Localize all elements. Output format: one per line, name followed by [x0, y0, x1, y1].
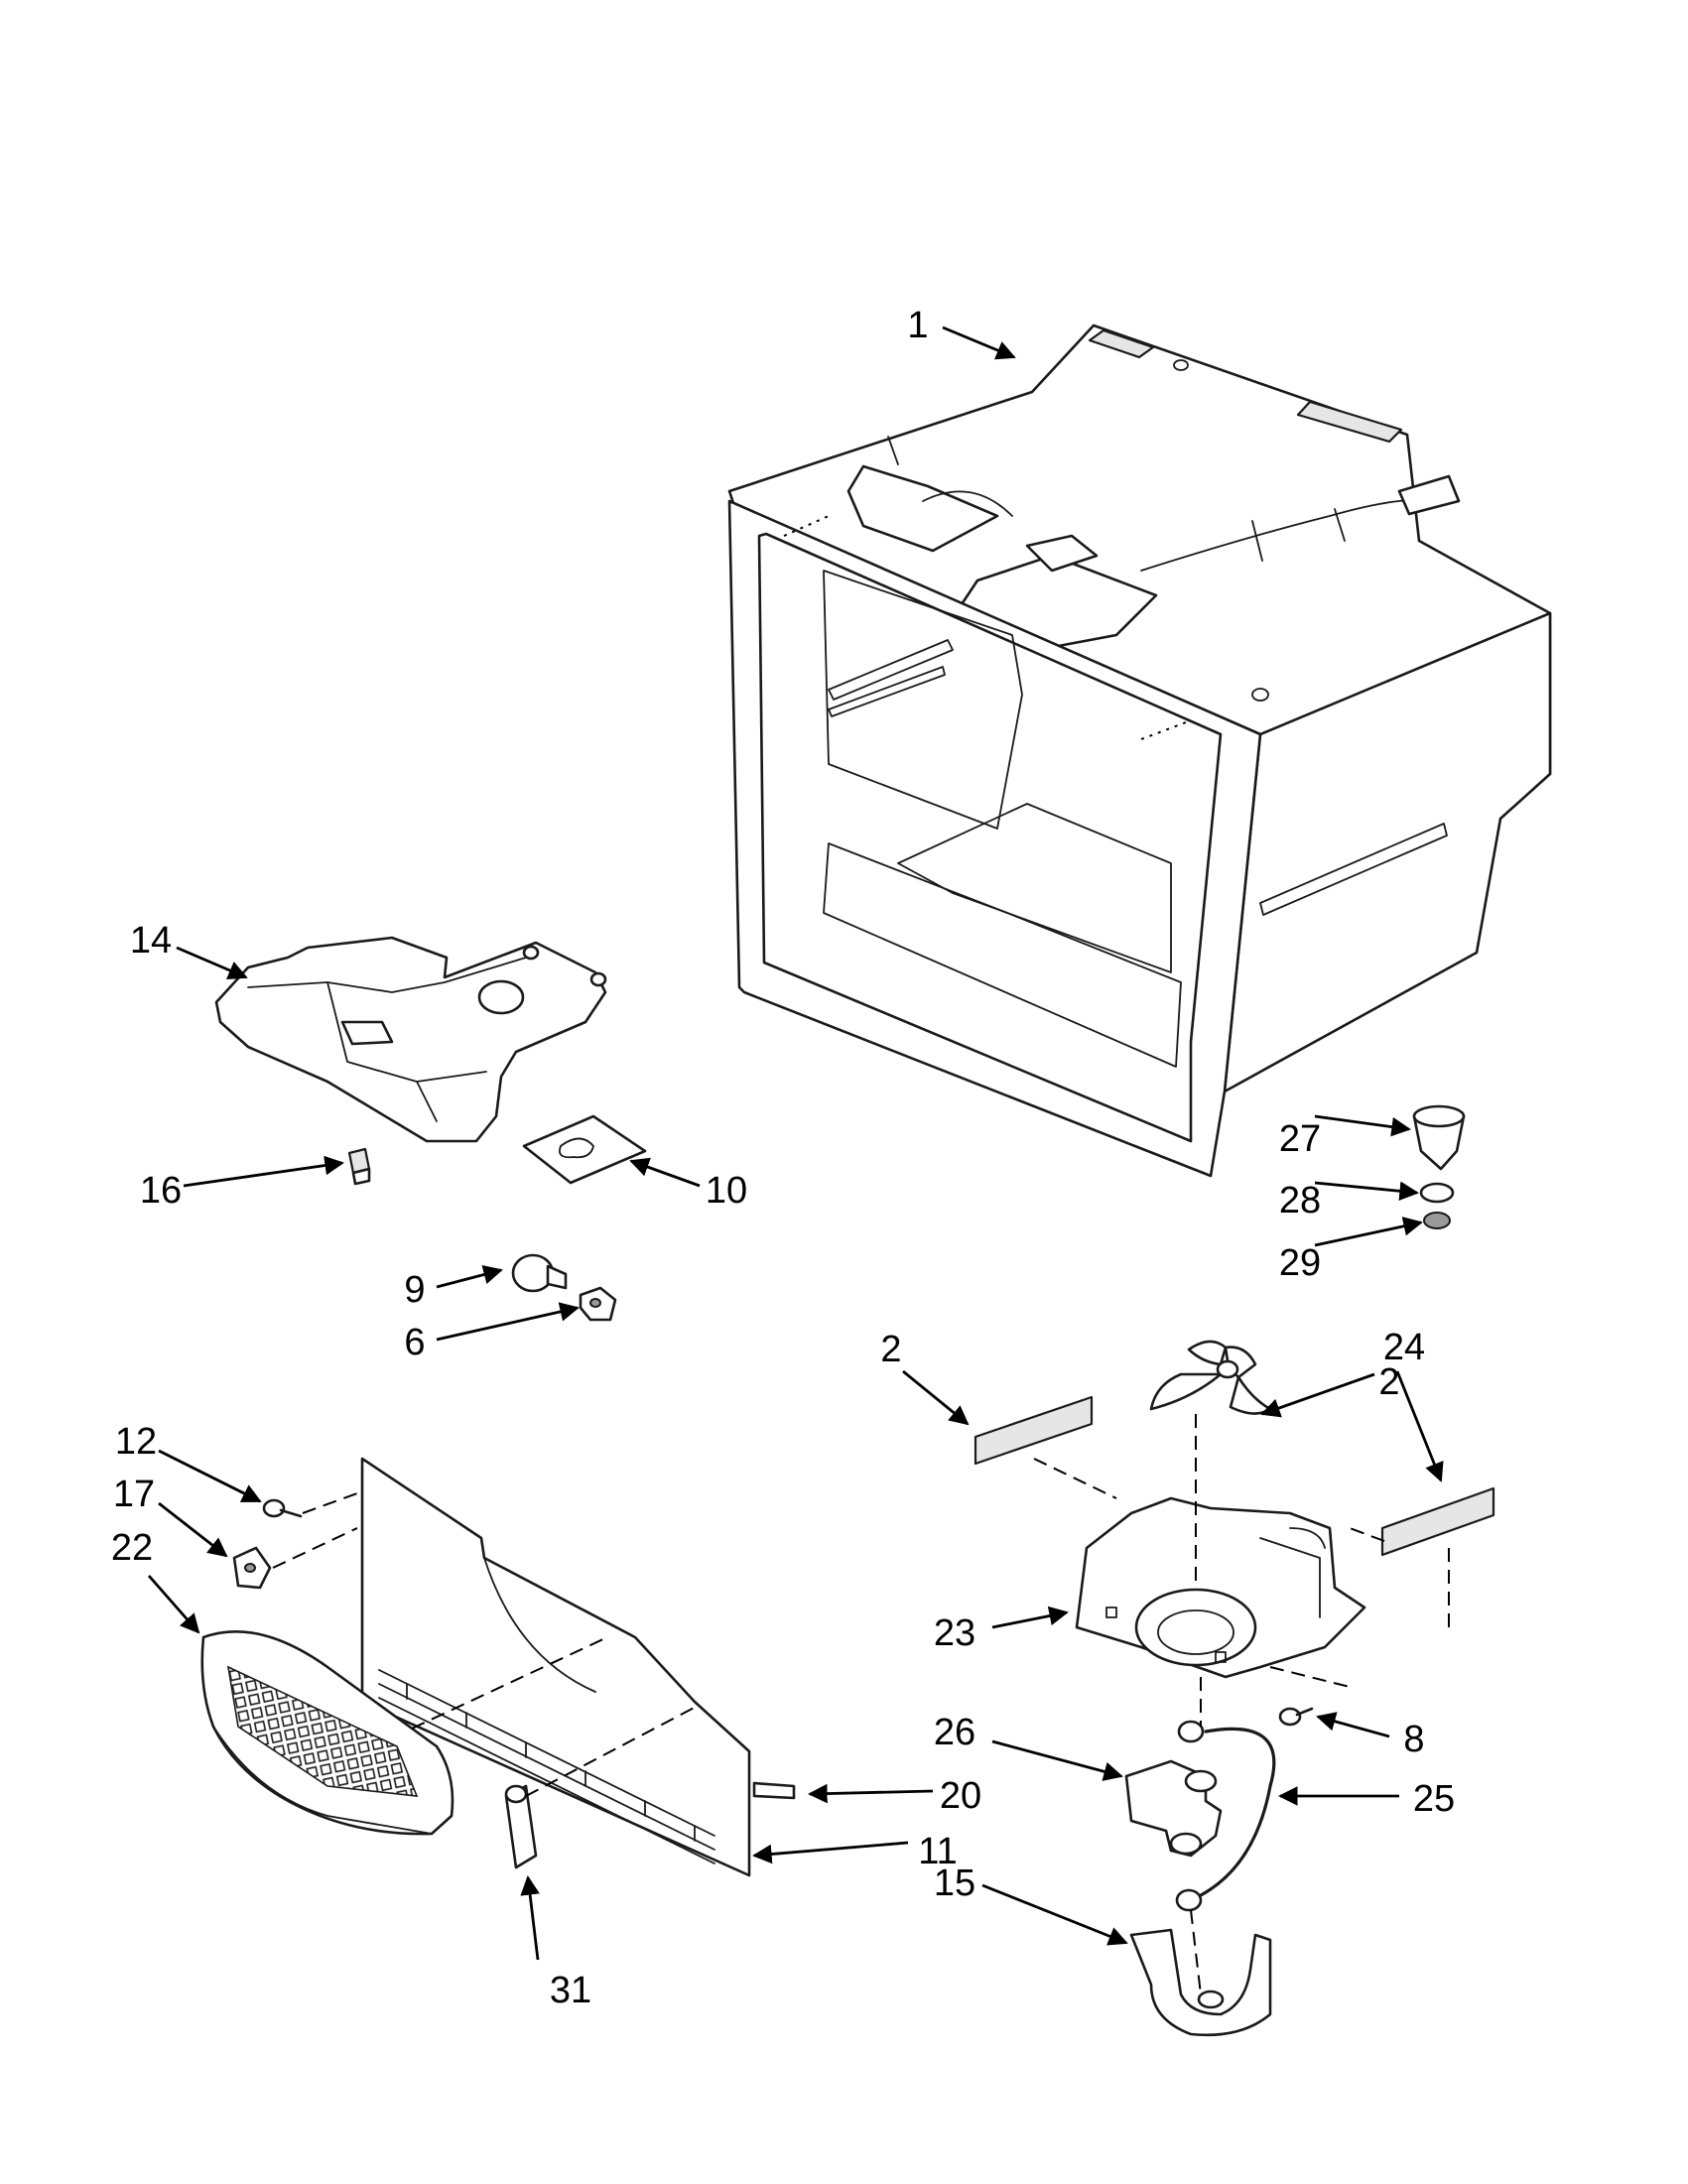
light-shield-part [522, 1114, 647, 1185]
insulation-pad-part-b [1380, 1486, 1495, 1557]
drain-ring-part [1419, 1182, 1455, 1204]
callout-25: 25 [1413, 1778, 1455, 1820]
callout-29: 29 [1279, 1242, 1321, 1284]
light-housing-part [214, 936, 607, 1143]
motor-bracket-part [1129, 1928, 1272, 2037]
grille-cover-part [200, 1630, 454, 1836]
insulation-pad-part-a [974, 1395, 1094, 1466]
callout-23: 23 [934, 1612, 975, 1654]
bracket-part [232, 1546, 272, 1590]
callout-17: 17 [113, 1474, 155, 1515]
callout-labels: 1 14 16 10 9 6 12 17 22 20 11 31 2 24 2 … [111, 305, 1455, 2011]
callout-14: 14 [130, 920, 172, 962]
screw-part [262, 1498, 303, 1518]
fan-motor-part [1124, 1759, 1223, 1858]
fan-blade-part [1149, 1340, 1272, 1415]
motor-screw-part [1278, 1707, 1314, 1727]
callout-27: 27 [1279, 1118, 1321, 1160]
callout-8: 8 [1403, 1719, 1424, 1760]
callout-10: 10 [706, 1170, 747, 1212]
callout-28: 28 [1279, 1180, 1321, 1221]
callout-26: 26 [934, 1712, 975, 1753]
callout-11: 11 [918, 1831, 957, 1872]
clip-part [504, 1784, 538, 1869]
drain-trough-part [1412, 1104, 1466, 1171]
callout-15: 15 [934, 1863, 975, 1904]
callout-16: 16 [140, 1170, 182, 1212]
callout-22: 22 [111, 1527, 153, 1569]
switch-part [347, 1147, 371, 1186]
callout-24: 24 [1383, 1327, 1425, 1368]
wire-harness-part [1175, 1720, 1276, 1912]
callout-9: 9 [404, 1269, 425, 1311]
callout-2-left: 2 [880, 1329, 901, 1370]
callout-2-right: 2 [1378, 1361, 1399, 1403]
fan-shroud-part [1075, 1496, 1366, 1679]
callout-20: 20 [940, 1775, 981, 1817]
rear-panel-part [360, 1457, 751, 1877]
callout-6: 6 [404, 1322, 425, 1363]
freezer-liner-part [727, 323, 1552, 1178]
assembly-lines [272, 1414, 1450, 1995]
light-socket-part [579, 1286, 617, 1322]
callout-12: 12 [115, 1421, 157, 1463]
callout-31: 31 [550, 1970, 591, 2011]
foam-strip-part [752, 1781, 796, 1800]
callout-1: 1 [907, 305, 928, 346]
leader-arrows [147, 325, 1444, 1961]
drain-plug-part [1423, 1212, 1451, 1229]
light-bulb-part [511, 1253, 568, 1293]
